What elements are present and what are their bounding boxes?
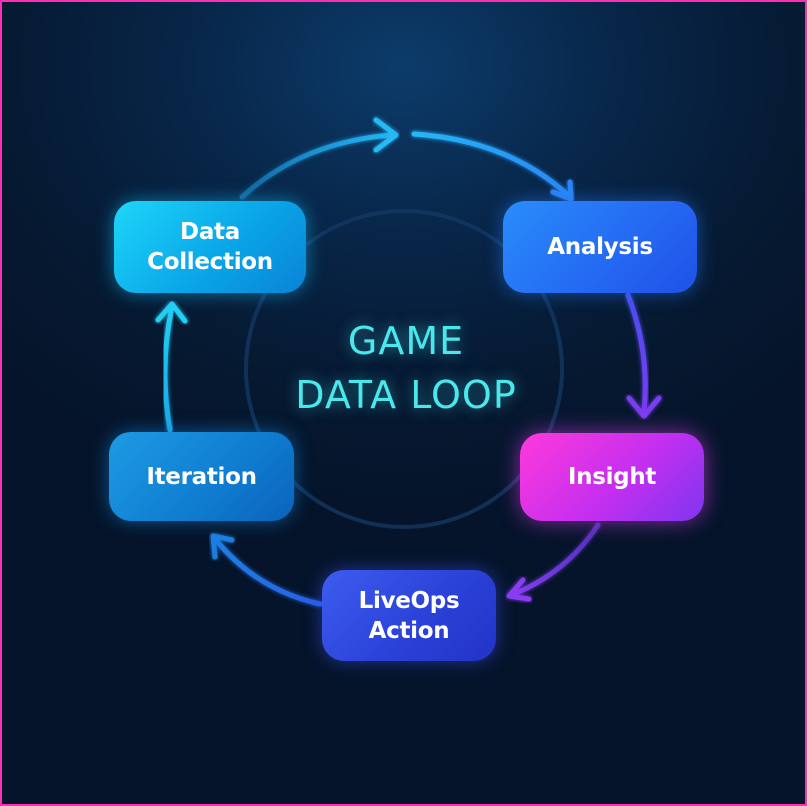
node-analysis[interactable]: Analysis [503,201,697,293]
arrowhead-top [373,117,399,153]
node-liveops-action[interactable]: LiveOps Action [322,570,496,661]
arrowhead-analysis [550,179,574,202]
node-iteration[interactable]: Iteration [109,432,294,521]
title-line-1: GAME [347,319,465,363]
diagram-title: GAME DATA LOOP [234,314,578,422]
arrow-iteration-to-collection [162,304,175,433]
arrow-liveops-to-iteration [213,537,323,607]
arrowhead-collection [155,301,188,324]
arrow-analysis-to-insight [625,292,648,415]
node-data-collection[interactable]: Data Collection [114,201,306,293]
arrow-top-to-analysis [411,131,571,198]
arrow-collection-to-top [239,132,395,200]
inner-ring [244,209,564,529]
arrowhead-liveops [506,577,532,602]
node-insight[interactable]: Insight [520,433,704,521]
arrow-insight-to-liveops [511,522,601,597]
arrowhead-iteration [210,533,235,560]
title-line-2: DATA LOOP [295,373,517,417]
arrowhead-insight [626,395,662,419]
